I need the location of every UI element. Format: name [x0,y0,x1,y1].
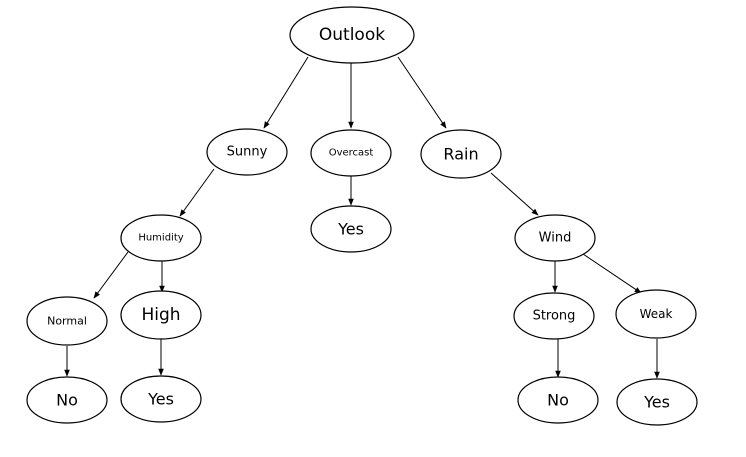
node-normal: Normal [26,296,108,346]
node-weak-label: Weak [640,307,673,321]
node-high-yes: Yes [120,375,202,423]
node-strong-no-label: No [547,391,569,410]
node-humidity-label: Humidity [138,233,183,244]
node-normal-no-label: No [56,391,78,410]
node-sunny: Sunny [206,128,288,176]
node-wind-label: Wind [539,231,572,246]
node-high-yes-label: Yes [147,390,174,409]
node-outlook: Outlook [289,6,415,64]
node-wind: Wind [514,214,596,262]
edge-sunny-humidity [179,168,215,217]
node-high-label: High [141,305,180,325]
node-weak-yes: Yes [616,378,698,426]
edge-humidity-normal [93,251,129,299]
node-overcast: Overcast [310,129,392,177]
node-overcast-yes-label: Yes [337,220,364,239]
node-weak: Weak [615,289,697,339]
node-strong-no: No [517,376,599,424]
node-humidity: Humidity [120,214,202,262]
node-normal-no: No [26,376,108,424]
edge-outlook-rain [397,56,447,129]
node-overcast-label: Overcast [329,148,374,159]
node-rain-label: Rain [443,145,478,164]
node-weak-yes-label: Yes [643,393,670,412]
node-rain: Rain [420,129,502,179]
node-outlook-label: Outlook [319,25,385,45]
edge-wind-weak [582,253,642,294]
node-normal-label: Normal [47,315,87,328]
edges [64,56,660,379]
node-strong: Strong [513,292,595,340]
edge-outlook-sunny [263,56,309,129]
edge-rain-wind [490,172,539,216]
node-overcast-yes: Yes [310,205,392,253]
node-strong-label: Strong [533,309,576,324]
node-high: High [120,290,202,340]
node-sunny-label: Sunny [227,145,268,160]
